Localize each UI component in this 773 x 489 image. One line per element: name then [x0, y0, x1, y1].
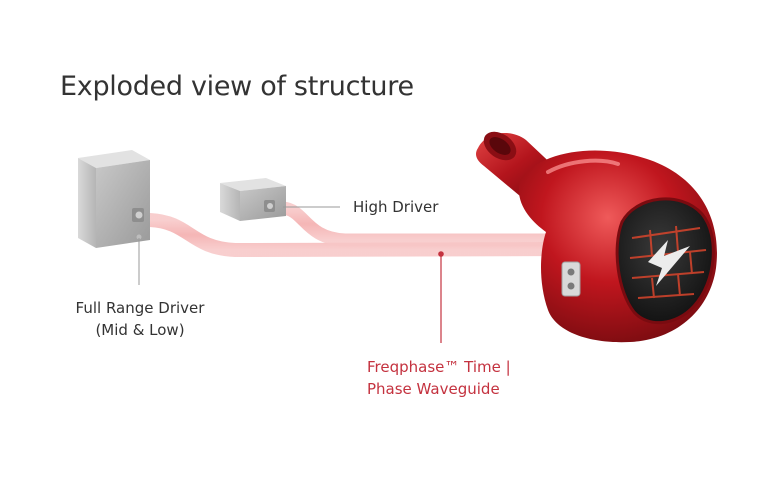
- waveguide-dot: [438, 251, 444, 257]
- full-range-driver-label-line2: (Mid & Low): [95, 321, 185, 339]
- high-driver-box: [220, 178, 286, 221]
- waveguide-tubes: [143, 201, 582, 258]
- full-range-waveguide: [143, 213, 582, 258]
- full-range-driver-label: Full Range Driver (Mid & Low): [55, 297, 225, 341]
- waveguide-label-line2: Phase Waveguide: [367, 380, 500, 398]
- page-title: Exploded view of structure: [60, 71, 414, 102]
- leader-lines: [138, 206, 444, 343]
- earphone-image: [476, 131, 717, 343]
- full-range-driver-label-line1: Full Range Driver: [75, 299, 205, 317]
- full-range-driver-box: [78, 150, 150, 248]
- high-driver-label: High Driver: [353, 198, 439, 216]
- waveguide-label: Freqphase™ Time | Phase Waveguide: [367, 356, 511, 400]
- high-driver-waveguide: [276, 201, 582, 247]
- waveguide-label-line1: Freqphase™ Time |: [367, 358, 511, 376]
